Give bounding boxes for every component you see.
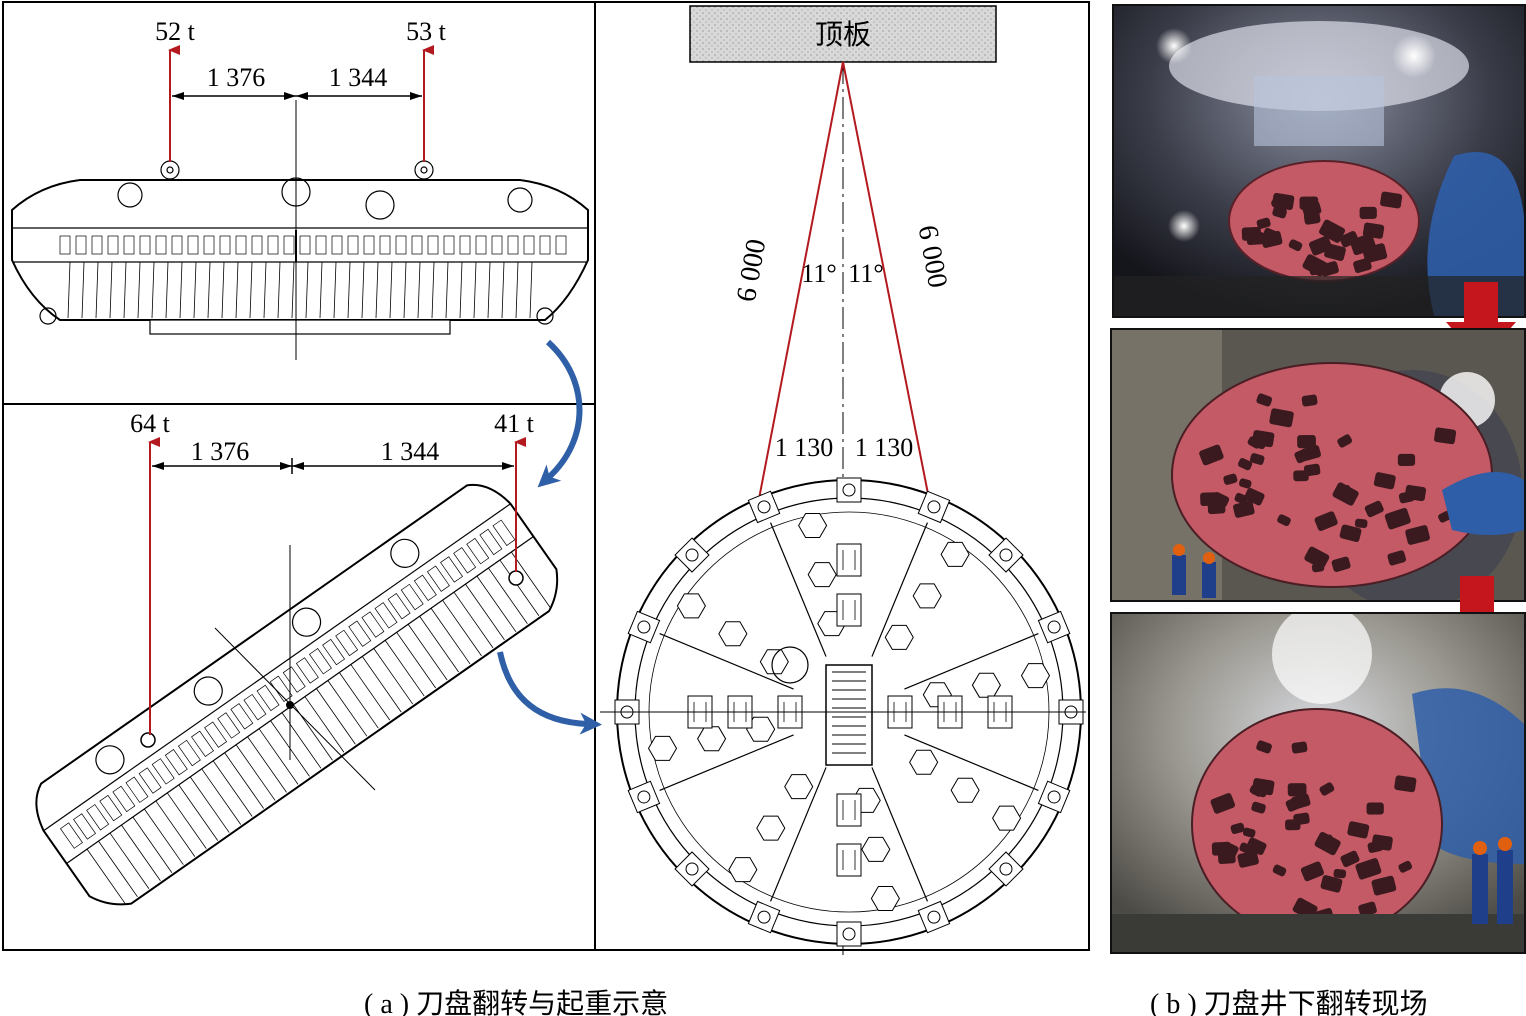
tilt-dim-label-right: 1 344 — [381, 437, 440, 466]
roof-label: 顶板 — [815, 19, 871, 51]
lift-dim-right: 1 130 — [855, 433, 914, 462]
angle-label-right: 11° — [848, 259, 883, 288]
caption-a: ( a ) 刀盘翻转与起重示意 — [364, 989, 669, 1016]
lift-view-frame — [594, 1, 1090, 951]
dim-label-left: 1 376 — [207, 63, 266, 92]
site-photo-3 — [1110, 612, 1526, 954]
dim-label-right: 1 344 — [329, 63, 388, 92]
sling-length-left: 6 000 — [731, 237, 772, 304]
flow-arrow-2 — [497, 651, 602, 735]
cutterhead-tilted-view — [35, 483, 559, 906]
load-label-left: 52 t — [155, 17, 196, 46]
sling-right — [842, 61, 931, 505]
site-photo-1 — [1112, 4, 1526, 318]
tilt-dim-label-left: 1 376 — [191, 437, 250, 466]
caption-b: ( b ) 刀盘井下翻转现场 — [1150, 989, 1428, 1016]
sling-length-right: 6 000 — [912, 223, 953, 290]
flow-arrow-1 — [537, 339, 583, 488]
lift-dim-left: 1 130 — [775, 433, 834, 462]
load-label-right: 53 t — [406, 17, 447, 46]
cutterhead-front-view — [600, 477, 1086, 947]
angle-label-left: 11° — [801, 259, 836, 288]
tilt-load-label-right: 41 t — [494, 409, 535, 438]
drawing-panel: 52 t 53 t 1 376 1 344 64 t 41 t 1 376 — [2, 1, 1090, 955]
cutterhead-side-view — [11, 160, 589, 335]
sling-left — [757, 61, 844, 505]
tilt-load-label-left: 64 t — [130, 409, 171, 438]
site-photo-2 — [1110, 328, 1526, 602]
